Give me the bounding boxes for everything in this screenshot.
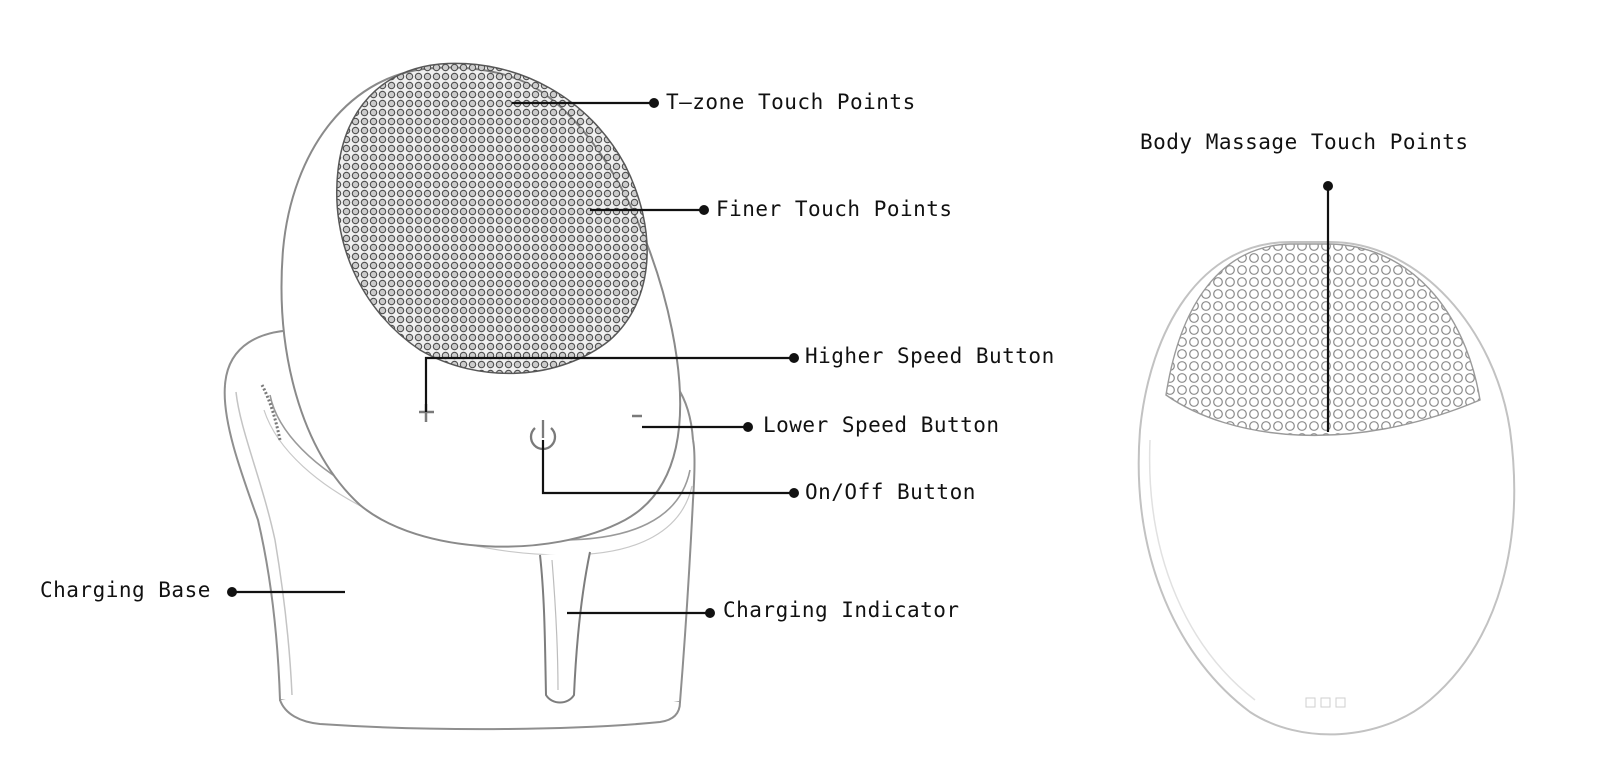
lower-speed-button-label: Lower Speed Button xyxy=(763,413,1000,437)
body-massage-touch-points-label: Body Massage Touch Points xyxy=(1140,130,1469,154)
cleanser-body-illustration xyxy=(280,62,682,548)
touch-point-pad xyxy=(336,62,648,375)
finer-dot xyxy=(699,205,709,215)
base-plinth xyxy=(279,699,681,731)
charging-indicator-dot xyxy=(705,608,715,618)
on-off-dot xyxy=(789,488,799,498)
higher-speed-button-label: Higher Speed Button xyxy=(805,344,1055,368)
finer-touch-points-label: Finer Touch Points xyxy=(716,197,953,221)
charging-base-dot xyxy=(227,587,237,597)
back-logo-marks xyxy=(1305,697,1346,708)
tzone-touch-points-label: T—zone Touch Points xyxy=(666,90,916,114)
charging-indicator-label: Charging Indicator xyxy=(723,598,960,622)
charging-base-label: Charging Base xyxy=(40,578,211,602)
higher-speed-dot xyxy=(789,353,799,363)
body-massage-pad xyxy=(1165,243,1481,436)
tzone-dot xyxy=(649,98,659,108)
left-leader-lines xyxy=(227,98,799,618)
back-view-illustration xyxy=(1137,241,1516,736)
on-off-button-label: On/Off Button xyxy=(805,480,976,504)
body-massage-dot xyxy=(1323,181,1333,191)
right-leader-line xyxy=(1323,181,1333,432)
lower-speed-dot xyxy=(743,422,753,432)
